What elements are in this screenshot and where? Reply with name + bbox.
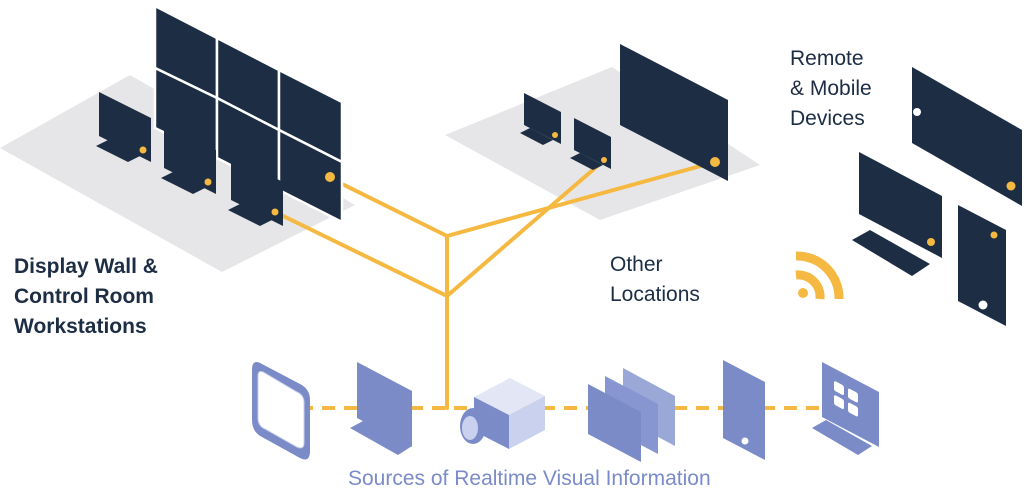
workstation-3	[228, 156, 283, 226]
app-grid-icon	[812, 362, 879, 455]
source-layered-screens	[588, 368, 675, 462]
display-wall-label: Display Wall & Control Room Workstations	[14, 252, 158, 342]
other-locations-label-line-2: Locations	[610, 283, 700, 306]
display-wall-label-line-2: Control Room	[14, 285, 154, 308]
remote-mobile-label-line-2: & Mobile	[790, 77, 872, 100]
other-location-workstation-2	[570, 118, 611, 170]
remote-mobile-label-line-1: Remote	[790, 47, 864, 70]
display-wall-label-line-1: Display Wall &	[14, 255, 158, 278]
remote-phone	[958, 205, 1006, 326]
remote-laptop	[852, 152, 942, 276]
sources-label: Sources of Realtime Visual Information	[348, 467, 711, 490]
remote-mobile-label-line-3: Devices	[790, 107, 865, 130]
other-location-workstation-1	[520, 93, 561, 145]
remote-mobile-label: Remote & Mobile Devices	[790, 44, 872, 134]
source-touch-panel	[252, 362, 310, 460]
source-monitor	[350, 362, 412, 455]
other-locations-label: Other Locations	[610, 250, 700, 310]
display-wall-label-line-3: Workstations	[14, 315, 147, 338]
camera-icon	[460, 378, 545, 449]
tablet-icon	[723, 360, 765, 460]
workstation-1	[96, 92, 151, 162]
workstation-2	[161, 124, 216, 194]
other-locations-label-line-1: Other	[610, 253, 663, 276]
other-location-display	[620, 44, 728, 181]
remote-large-tablet	[912, 67, 1022, 206]
connection-lines	[273, 160, 717, 410]
video-wall-indicator	[325, 172, 335, 182]
wifi-icon	[795, 251, 844, 300]
video-wall	[153, 3, 344, 225]
